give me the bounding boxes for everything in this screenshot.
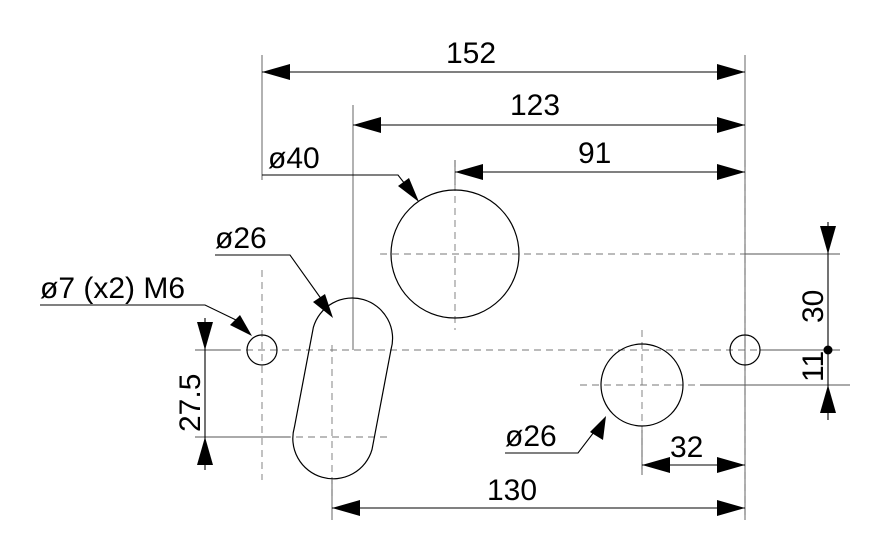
large-hole [390,189,520,319]
label-lower-span: 130 [487,474,537,507]
arrowhead-27-top [197,322,213,350]
callout-slot: ø26 [215,222,267,255]
leader-mount-holes [40,304,237,321]
label-slot-height: 27.5 [174,374,207,432]
arrowhead-91-right [717,164,745,180]
dimension-lines [197,64,836,516]
label-to-large-hole: 123 [510,89,560,122]
arrowhead-123-right [717,117,745,133]
arrowhead-91-left [455,164,483,180]
right-mount-hole [729,334,761,366]
label-to-large-center: 91 [578,137,611,170]
arrowhead-32-right [717,457,745,473]
leaders [40,174,606,454]
label-overall-width: 152 [446,37,496,70]
arrowhead-leader-mount [230,315,252,336]
callout-lower-hole: ø26 [505,420,557,453]
arrowhead-11-bottom [820,385,836,413]
lower-hole [600,343,684,427]
left-mount-hole [246,334,278,366]
arrowhead-leader-lower-hole [590,416,606,440]
arrowhead-leader-slot [313,294,333,318]
arrowhead-123-left [353,117,381,133]
label-vertical-lower: 11 [797,351,830,382]
arrowhead-32-left [642,457,670,473]
label-vertical-upper: 30 [797,290,830,323]
centerlines [200,160,850,520]
part-geometry [246,189,761,480]
leader-large-hole [262,174,413,194]
dimension-dot [823,345,833,355]
labels: 152 123 91 130 32 30 11 27.5 ø40 ø26 ø7 … [40,37,830,507]
arrowhead-overall-right [717,64,745,80]
arrowhead-leader-large-hole [398,178,419,202]
callout-large-hole: ø40 [268,142,320,175]
callout-mount-holes: ø7 (x2) M6 [40,272,185,305]
leader-slot [215,254,323,301]
arrowhead-27-bottom [197,437,213,465]
arrowhead-130-left [332,500,360,516]
label-right-offset: 32 [670,431,703,464]
arrowhead-30-top [820,226,836,254]
arrowhead-overall-left [262,64,290,80]
leader-lower-hole [505,431,595,454]
slot [292,297,394,480]
arrowhead-130-right [717,500,745,516]
